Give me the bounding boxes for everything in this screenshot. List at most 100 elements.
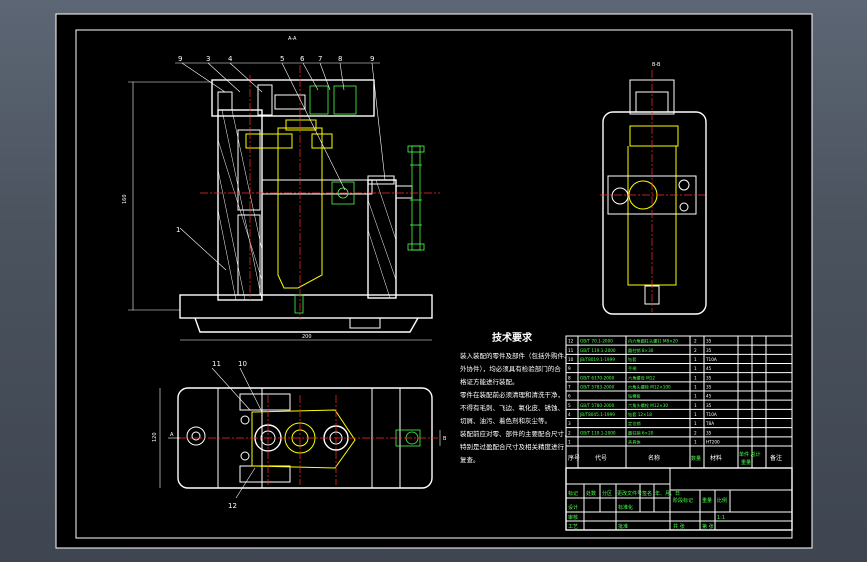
bom-cell-name: 六角头螺栓 M12×30 — [628, 402, 668, 409]
dim-width: 200 — [302, 334, 312, 340]
bom-cell-code: GB/T 119.1-2000 — [580, 348, 616, 353]
bom-cell-qty: 1 — [694, 366, 697, 371]
bom-cell-material: 35 — [706, 348, 712, 353]
part-label: 1 — [176, 226, 180, 234]
tb-cell: 工艺 — [568, 524, 578, 530]
bom-cell-name: 定位销 — [628, 420, 641, 427]
tech-req-line: 装配前应对零、部件的主要配合尺寸， — [460, 429, 571, 438]
bom-cell-code: GB/T 70.1-2000 — [580, 339, 613, 344]
technical-requirements: 技术要求 装入装配的零件及部件（包括外购件、 外协件），均必须具有检验部门的合 … — [460, 331, 571, 464]
part-label: 11 — [212, 360, 221, 368]
tb-cell: 年、月、日 — [655, 490, 680, 497]
bom-header-weight2: 重量 — [741, 459, 751, 466]
bom-cell-material: 45 — [706, 366, 712, 371]
bom-cell-material: T8A — [705, 421, 714, 426]
bom-cell-qty: 1 — [694, 412, 697, 417]
bom-header-qty: 数量 — [691, 455, 701, 462]
bom-cell-no: 2 — [568, 430, 571, 435]
tech-req-line: 特别是过盈配合尺寸及相关精度进行 — [460, 442, 565, 451]
bom-cell-name: 手柄 — [628, 365, 636, 372]
tb-cell: 阶段标记 — [673, 497, 693, 504]
tb-cell: 处数 — [586, 490, 596, 497]
bom-cell-qty: 1 — [694, 403, 697, 408]
bom-header-no: 序号 — [568, 454, 580, 462]
bom-cell-material: 35 — [706, 375, 712, 380]
bom-cell-qty: 1 — [694, 421, 697, 426]
bom-cell-no: 12 — [568, 339, 574, 344]
bom-header-weight: 单件 总计 — [739, 451, 761, 458]
section-label-front: A-A — [288, 36, 297, 42]
bom-cell-no: 3 — [568, 421, 571, 426]
tech-req-line: 格证方能进行装配。 — [460, 377, 519, 386]
bom-cell-code: GB/T 5780-2000 — [580, 403, 615, 408]
bom-cell-no: 10 — [568, 357, 574, 362]
tb-cell: 设计 — [568, 504, 578, 511]
tb-cell: 共 张 — [673, 523, 685, 530]
part-label: 12 — [228, 502, 237, 510]
tb-cell: 更改文件号 — [617, 490, 642, 497]
bom-cell-code: GB/T 119.1-2000 — [580, 430, 616, 435]
bom-cell-code: JB/T8045.1-1999 — [579, 412, 615, 417]
tb-cell: 批准 — [618, 523, 628, 530]
bom-cell-code: JB/T8019.1-1999 — [579, 357, 615, 362]
bom-cell-no: 4 — [568, 412, 571, 417]
part-label: 4 — [228, 55, 233, 63]
bom-cell-material: 35 — [706, 385, 712, 390]
part-label: 3 — [206, 55, 210, 63]
bom-cell-qty: 1 — [694, 385, 697, 390]
bom-cell-no: 7 — [568, 385, 571, 390]
bom-cell-material: 45 — [706, 394, 712, 399]
part-label: 9 — [178, 55, 182, 63]
bom-cell-name: 钻套 — [628, 356, 637, 363]
bom-header-remark: 备注 — [770, 454, 782, 462]
bom-cell-material: 35 — [706, 339, 712, 344]
bom-cell-name: 夹具体 — [628, 439, 641, 446]
bom-cell-qty: 1 — [694, 357, 697, 362]
bom-cell-material: 35 — [706, 403, 712, 408]
tech-req-line: 不得有毛刺、飞边、氧化皮、锈蚀、 — [460, 403, 564, 412]
part-label: 6 — [300, 55, 305, 63]
bom-cell-no: 6 — [568, 394, 571, 399]
part-label: 5 — [280, 55, 284, 63]
bom-cell-no: 1 — [568, 440, 571, 445]
tech-req-line: 外协件），均必须具有检验部门的合 — [460, 364, 561, 373]
part-label: 10 — [238, 360, 247, 368]
bom-cell-qty: 1 — [694, 440, 697, 445]
title-block — [565, 467, 793, 531]
part-label: 9 — [370, 55, 374, 63]
tech-req-line: 零件在装配前必须清理和清洗干净， — [460, 390, 564, 399]
bom-cell-code: GB/T 6170-2000 — [580, 375, 615, 380]
tb-cell: 重量 — [702, 497, 712, 504]
part-label: 8 — [338, 55, 342, 63]
arrow-label-a: A — [170, 432, 174, 438]
bom-cell-material: T10A — [705, 357, 717, 362]
tb-cell: 1:1 — [717, 515, 725, 521]
bom-cell-no: 9 — [568, 366, 571, 371]
tech-req-line: 复查。 — [460, 455, 480, 464]
drawing-border — [75, 29, 793, 539]
dim-plan-depth: 120 — [152, 432, 158, 442]
tb-cell: 第 张 — [702, 523, 714, 530]
drawing-sheet — [55, 13, 813, 549]
side-view: B-B — [600, 62, 707, 315]
bom-cell-no: 5 — [568, 403, 571, 408]
bom-cell-name: 圆柱销 6×20 — [628, 429, 654, 436]
arrow-label-b: B — [443, 436, 447, 442]
tb-cell: 比例 — [717, 497, 727, 504]
bom-header-name: 名称 — [648, 454, 660, 462]
bom-cell-name: 六角螺母 M12 — [628, 374, 655, 381]
tech-req-line: 装入装配的零件及部件（包括外购件、 — [460, 351, 571, 360]
bom-cell-no: 11 — [568, 348, 574, 353]
bom-cell-qty: 1 — [694, 394, 697, 399]
bom-cell-code: GB/T 5783-2000 — [580, 385, 615, 390]
bom-cell-no: 8 — [568, 375, 571, 380]
bom-cell-qty: 2 — [694, 339, 697, 344]
tech-req-heading: 技术要求 — [492, 331, 533, 344]
bom-header-material: 材料 — [710, 454, 722, 462]
section-label-side: B-B — [652, 62, 661, 68]
tb-cell: 标准化 — [618, 504, 633, 511]
bom-cell-name: 钻模板 — [628, 393, 641, 400]
part-label: 7 — [318, 55, 322, 63]
bom-cell-name: 钻套 12×18 — [628, 411, 652, 418]
